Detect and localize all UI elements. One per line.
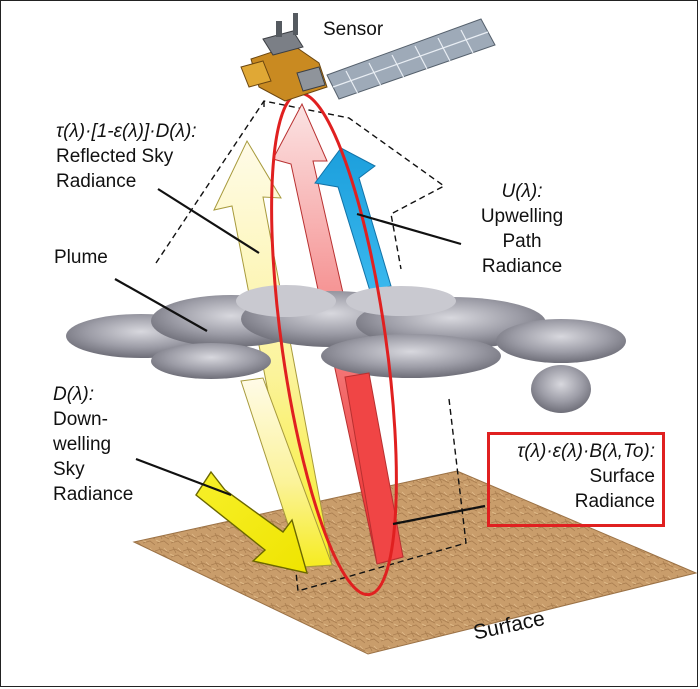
reflected-formula: τ(λ)·[1-ε(λ)]·D(λ): <box>56 121 197 142</box>
plume-cloud <box>66 285 626 413</box>
downwelling-label: D(λ): Down- welling Sky Radiance <box>53 382 133 507</box>
downwelling-line-5: Radiance <box>53 484 134 505</box>
upwelling-line-3: Path <box>502 231 542 252</box>
plume-label: Plume <box>54 247 108 268</box>
surface-radiance-highlight-box <box>487 432 665 527</box>
upwelling-formula: U(λ): <box>501 181 543 202</box>
reflected-line-2: Reflected Sky <box>56 146 174 167</box>
column-outline <box>155 100 446 270</box>
reflected-sky-label: τ(λ)·[1-ε(λ)]·D(λ): Reflected Sky Radian… <box>56 119 197 194</box>
upwelling-label: U(λ): Upwelling Path Radiance <box>463 179 581 279</box>
upwelling-line-4: Radiance <box>481 256 563 277</box>
surface-radiance-formula: τ(λ)·ε(λ)·B(λ,To): <box>517 441 655 462</box>
sensor-label: Sensor <box>323 19 384 40</box>
surface-radiance-line-3: Radiance <box>574 491 655 512</box>
surface-radiance-line-2: Surface <box>589 466 655 487</box>
downwelling-line-4: Sky <box>53 459 85 480</box>
surface-radiance-label: τ(λ)·ε(λ)·B(λ,To): Surface Radiance <box>491 439 655 514</box>
upwelling-line-2: Upwelling <box>480 206 564 227</box>
downwelling-arrow <box>195 470 308 574</box>
downwelling-line-2: Down- <box>53 409 108 430</box>
satellite-icon <box>240 13 496 102</box>
surface-ground <box>132 470 698 655</box>
downwelling-formula: D(λ): <box>53 384 95 405</box>
leader-lines <box>114 188 486 526</box>
reflected-line-3: Radiance <box>56 171 137 192</box>
downwelling-line-3: welling <box>53 434 112 455</box>
